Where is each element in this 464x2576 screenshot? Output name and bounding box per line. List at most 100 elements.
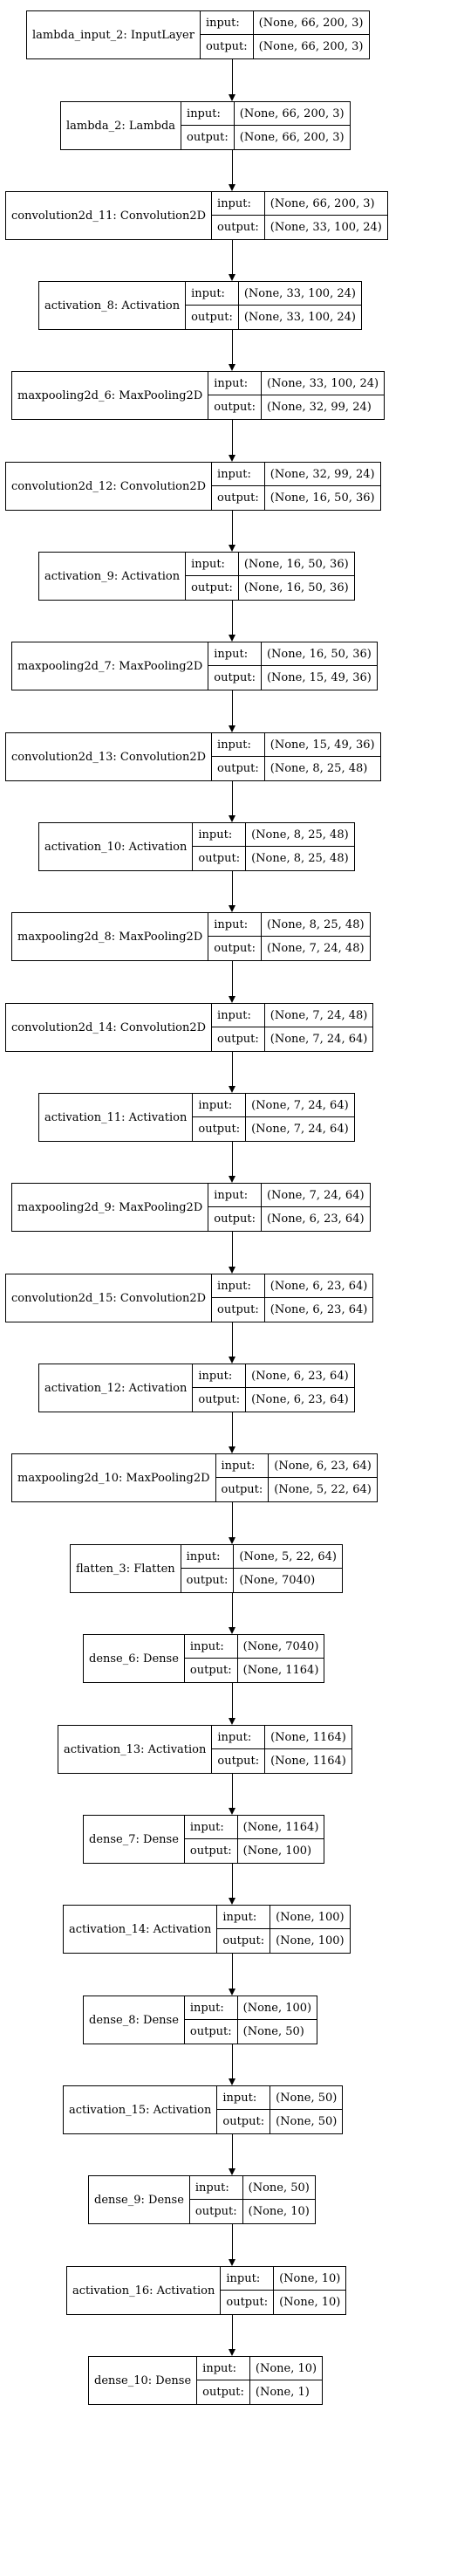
output-label: output: xyxy=(186,576,239,600)
layer-io-table: input:(None, 6, 23, 64)output:(None, 6, … xyxy=(212,1274,373,1322)
output-label: output: xyxy=(212,1027,265,1051)
output-shape: (None, 8, 25, 48) xyxy=(270,762,368,775)
output-shape: (None, 66, 200, 3) xyxy=(239,131,345,144)
connector-line xyxy=(231,59,233,95)
connector-line xyxy=(231,781,233,816)
input-label: input: xyxy=(184,1816,238,1839)
output-shape: (None, 6, 23, 64) xyxy=(266,1212,365,1226)
layer-name: lambda_input_2: InputLayer xyxy=(27,11,201,58)
input-label: input: xyxy=(215,1454,270,1478)
input-label: input: xyxy=(193,1364,247,1388)
output-shape: (None, 5, 22, 64) xyxy=(274,1483,372,1496)
layer-io-table: input:(None, 6, 23, 64)output:(None, 5, … xyxy=(215,1454,377,1501)
output-label: output: xyxy=(185,1839,238,1863)
connector-line xyxy=(231,2134,233,2169)
layer-name: dense_10: Dense xyxy=(89,2357,198,2404)
layer-io-table: input:(None, 15, 49, 36)output:(None, 8,… xyxy=(212,733,380,780)
layer-io-table: input:(None, 100)output:(None, 100) xyxy=(217,1906,350,1953)
arrowhead-icon xyxy=(229,184,235,191)
output-shape: (None, 7, 24, 48) xyxy=(266,942,365,955)
layer-name: convolution2d_12: Convolution2D xyxy=(6,463,213,510)
arrowhead-icon xyxy=(229,1627,235,1634)
arrowhead-icon xyxy=(229,1086,235,1093)
input-shape: (None, 8, 25, 48) xyxy=(246,823,354,847)
layer-io-table: input:(None, 66, 200, 3)output:(None, 33… xyxy=(212,192,387,239)
layer-name: dense_6: Dense xyxy=(84,1635,185,1682)
arrowhead-icon xyxy=(229,1537,235,1544)
connector-line xyxy=(231,1322,233,1357)
output-shape: (None, 10) xyxy=(248,2205,310,2218)
layer-name: maxpooling2d_10: MaxPooling2D xyxy=(12,1454,216,1501)
connector-line xyxy=(231,150,233,185)
output-label: output: xyxy=(193,1388,247,1412)
arrowhead-icon xyxy=(229,545,235,552)
input-shape: (None, 7, 24, 48) xyxy=(264,1004,373,1027)
input-shape: (None, 16, 50, 36) xyxy=(261,642,377,666)
output-label: output: xyxy=(217,1929,271,1953)
output-label: output: xyxy=(181,126,235,149)
layer-name: activation_13: Activation xyxy=(58,1726,213,1773)
input-label: input: xyxy=(208,1184,262,1207)
output-shape: (None, 7, 24, 64) xyxy=(251,1123,349,1136)
arrowhead-icon xyxy=(229,635,235,642)
input-label: input: xyxy=(212,1274,265,1298)
output-label: output: xyxy=(212,1298,265,1322)
connector-line xyxy=(231,1954,233,1989)
layer-name: convolution2d_11: Convolution2D xyxy=(6,192,213,239)
layer-name: activation_11: Activation xyxy=(39,1094,194,1141)
layer-io-table: input:(None, 10)output:(None, 1) xyxy=(197,2357,323,2404)
input-shape: (None, 6, 23, 64) xyxy=(264,1274,373,1298)
connector-line xyxy=(231,1593,233,1628)
output-shape: (None, 66, 200, 3) xyxy=(258,40,364,53)
arrowhead-icon xyxy=(229,455,235,462)
output-shape: (None, 33, 100, 24) xyxy=(270,221,382,234)
output-label: output: xyxy=(208,395,262,419)
output-label: output: xyxy=(190,2200,243,2223)
output-label: output: xyxy=(221,2291,275,2314)
input-shape: (None, 66, 200, 3) xyxy=(253,11,369,35)
layer-name: activation_12: Activation xyxy=(39,1364,194,1412)
input-label: input: xyxy=(181,1545,235,1569)
connector-line xyxy=(231,601,233,635)
layer-io-table: input:(None, 5, 22, 64)output:(None, 704… xyxy=(181,1545,342,1592)
input-shape: (None, 10) xyxy=(249,2357,323,2380)
input-label: input: xyxy=(212,733,265,757)
layer-io-table: input:(None, 10)output:(None, 10) xyxy=(221,2267,346,2314)
output-label: output: xyxy=(201,35,254,58)
output-shape: (None, 100) xyxy=(276,1934,345,1947)
layer-name: convolution2d_15: Convolution2D xyxy=(6,1274,213,1322)
input-shape: (None, 66, 200, 3) xyxy=(234,102,350,126)
layer-name: activation_8: Activation xyxy=(39,282,187,329)
input-label: input: xyxy=(184,1996,238,2020)
arrowhead-icon xyxy=(229,1898,235,1905)
output-shape: (None, 6, 23, 64) xyxy=(270,1303,368,1316)
layer-io-table: input:(None, 16, 50, 36)output:(None, 16… xyxy=(186,553,354,600)
input-label: input: xyxy=(212,463,265,486)
input-label: input: xyxy=(217,2086,271,2110)
arrowhead-icon xyxy=(229,1176,235,1183)
input-shape: (None, 1164) xyxy=(237,1816,324,1839)
layer-io-table: input:(None, 8, 25, 48)output:(None, 8, … xyxy=(193,823,354,870)
input-label: input: xyxy=(184,1635,238,1659)
arrowhead-icon xyxy=(229,1808,235,1815)
input-label: input: xyxy=(217,1906,271,1929)
connector-line xyxy=(231,690,233,726)
output-label: output: xyxy=(193,847,247,870)
output-label: output: xyxy=(208,1207,262,1231)
output-shape: (None, 1164) xyxy=(242,1664,319,1677)
output-shape: (None, 33, 100, 24) xyxy=(243,311,356,324)
arrowhead-icon xyxy=(229,274,235,281)
output-shape: (None, 1) xyxy=(255,2386,310,2399)
output-label: output: xyxy=(212,486,265,510)
